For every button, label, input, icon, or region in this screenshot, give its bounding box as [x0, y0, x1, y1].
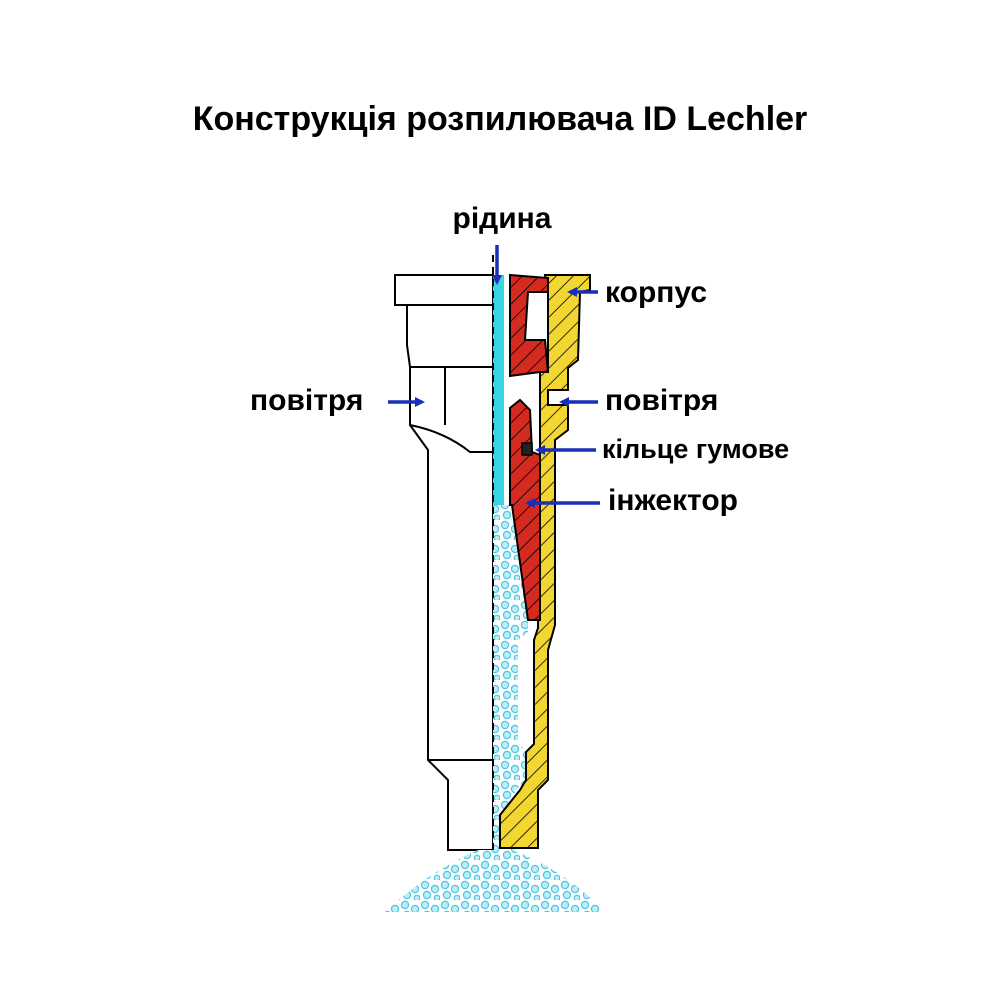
- label-air-left: повітря: [250, 384, 363, 417]
- nozzle-exterior: [394, 274, 494, 851]
- mixing-chamber: [493, 505, 528, 852]
- diagram-title: Конструкція розпилювача ID Lechler: [193, 100, 808, 138]
- spray-cloud: [385, 850, 605, 912]
- label-injector: інжектор: [608, 484, 738, 517]
- label-body: корпус: [605, 276, 707, 309]
- injector-section: [509, 273, 550, 378]
- rubber-ring: [521, 442, 533, 456]
- label-liquid: рідина: [453, 202, 552, 235]
- label-air-right: повітря: [605, 384, 718, 417]
- label-rubber-ring: кільце гумове: [602, 434, 789, 464]
- nozzle-body-section: [499, 274, 591, 849]
- liquid-channel: [493, 275, 504, 510]
